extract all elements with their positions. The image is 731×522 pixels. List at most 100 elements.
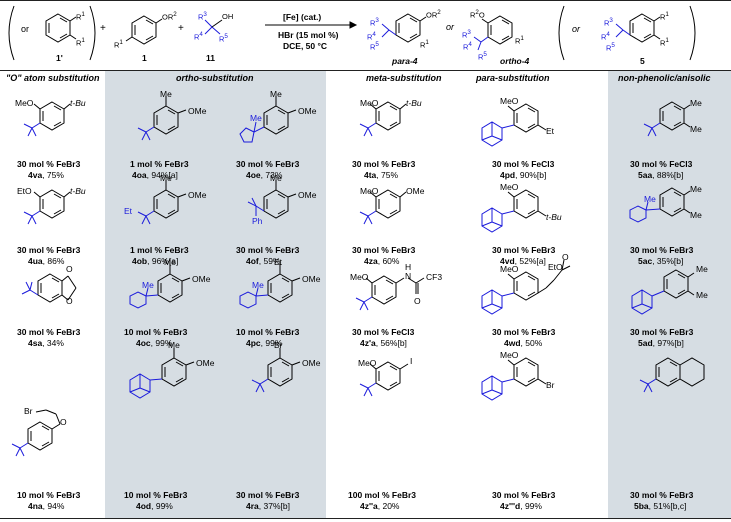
entry-5ba: 5ba, 51%[b,c] bbox=[634, 501, 687, 511]
entry-4od: 4od, 99% bbox=[136, 501, 173, 511]
atom-o1-4sa: O bbox=[66, 264, 73, 274]
atom-me1-5ac: Me bbox=[690, 184, 702, 194]
atom-me-4od: Me bbox=[168, 340, 180, 350]
cond-4vd: 30 mol % FeBr3 bbox=[492, 245, 556, 255]
atom-meo-4wd: MeO bbox=[500, 264, 519, 274]
r4-11: R4 bbox=[194, 31, 203, 42]
atom-me2-5ad: Me bbox=[696, 290, 708, 300]
atom-cf3-4zpa: CF3 bbox=[426, 272, 443, 282]
structure-4zpppd bbox=[481, 357, 547, 401]
atom-meo-4zpppd: MeO bbox=[500, 350, 519, 360]
atom-meo-4ta: MeO bbox=[360, 98, 379, 108]
paren-right-close bbox=[689, 5, 696, 61]
r1-b: R1 bbox=[76, 37, 85, 48]
atom-ome-4od: OMe bbox=[196, 358, 215, 368]
atom-et-4ob: Et bbox=[124, 206, 133, 216]
atom-h-4zpa: H bbox=[405, 262, 412, 272]
atom-br-4ra: Br bbox=[274, 340, 283, 350]
cond-4pc: 10 mol % FeBr3 bbox=[236, 327, 300, 337]
atom-me1-5ad: Me bbox=[696, 264, 708, 274]
r4-para: R4 bbox=[367, 31, 376, 42]
top-rule bbox=[0, 0, 731, 1]
r3-para: R3 bbox=[370, 17, 379, 28]
cond-4zpa: 30 mol % FeCl3 bbox=[352, 327, 415, 337]
entry-5aa: 5aa, 88%[b] bbox=[638, 170, 684, 180]
cond-4oa: 1 mol % FeBr3 bbox=[130, 159, 189, 169]
cond-4va: 30 mol % FeBr3 bbox=[17, 159, 81, 169]
label-5: 5 bbox=[640, 56, 645, 66]
cond-4oe: 30 mol % FeBr3 bbox=[236, 159, 300, 169]
paren-right-open bbox=[558, 5, 565, 61]
entry-4oc: 4oc, 99% bbox=[136, 338, 173, 348]
entry-4pd: 4pd, 90%[b] bbox=[500, 170, 547, 180]
cond-5ba: 30 mol % FeBr3 bbox=[630, 490, 694, 500]
atom-i-4zppa: I bbox=[410, 356, 413, 366]
cond-4zpppd: 30 mol % FeBr3 bbox=[492, 490, 556, 500]
bottom-rule bbox=[0, 518, 731, 519]
scheme-rule bbox=[0, 70, 731, 71]
atom-eto-4wd: EtO bbox=[548, 262, 563, 272]
atom-ome-4oa: OMe bbox=[188, 106, 207, 116]
entry-4of: 4of, 59% bbox=[246, 256, 281, 266]
arrow-head bbox=[349, 21, 358, 29]
cond-5ac: 30 mol % FeBr3 bbox=[630, 245, 694, 255]
or-label-1prime: or bbox=[21, 24, 30, 34]
entry-4ta: 4ta, 75% bbox=[364, 170, 399, 180]
atom-br-4na: Br bbox=[24, 406, 33, 416]
structure-4zppa bbox=[359, 361, 409, 397]
r1-a: R1 bbox=[76, 11, 85, 22]
atom-o2-4sa: O bbox=[66, 296, 73, 306]
r5-para: R5 bbox=[370, 41, 379, 52]
atom-ome-4pc: OMe bbox=[302, 274, 321, 284]
atom-me-4oe: Me bbox=[270, 89, 282, 99]
cond-4na: 10 mol % FeBr3 bbox=[17, 490, 81, 500]
product-ortho4 bbox=[473, 15, 513, 51]
atom-me2-5aa: Me bbox=[690, 124, 702, 134]
cond-4zppa: 100 mol % FeBr3 bbox=[348, 490, 417, 500]
entry-4oe: 4oe, 73% bbox=[246, 170, 283, 180]
header-ortho: ortho-substitution bbox=[176, 73, 254, 83]
structure-4oa bbox=[137, 96, 187, 141]
atom-me-4oa: Me bbox=[160, 89, 172, 99]
paren-left bbox=[8, 5, 15, 61]
r1-1: R1 bbox=[114, 39, 123, 50]
r5-11: R5 bbox=[219, 33, 228, 44]
atom-me-4of: Me bbox=[270, 173, 282, 183]
cond-4ra: 30 mol % FeBr3 bbox=[236, 490, 300, 500]
label-1prime: 1' bbox=[56, 53, 63, 63]
atom-ome-4ob: OMe bbox=[188, 190, 207, 200]
structure-4vd bbox=[481, 189, 547, 233]
structure-4zpa bbox=[355, 275, 425, 311]
cond-4pd: 30 mol % FeCl3 bbox=[492, 159, 555, 169]
r3-ortho: R3 bbox=[462, 29, 471, 40]
atom-et-4pc: Et bbox=[274, 257, 283, 267]
header-para: para-substitution bbox=[476, 73, 550, 83]
structure-4od bbox=[129, 348, 195, 399]
atom-me-4ob: Me bbox=[160, 173, 172, 183]
label-11: 11 bbox=[206, 53, 215, 63]
atom-o-4wd: O bbox=[562, 252, 569, 262]
atom-ph-4of: Ph bbox=[252, 216, 263, 226]
structure-4ob bbox=[137, 180, 187, 225]
atom-me2-4oc: Me bbox=[142, 280, 154, 290]
arrow-bottom-1: HBr (15 mol %) bbox=[278, 30, 339, 40]
paren-left-close bbox=[89, 5, 96, 61]
atom-tbu-4va: t-Bu bbox=[70, 98, 86, 108]
r2o-ortho: R2O bbox=[470, 9, 485, 20]
cond-4sa: 30 mol % FeBr3 bbox=[17, 327, 81, 337]
arrow-bottom-2: DCE, 50 °C bbox=[283, 41, 328, 51]
atom-me1-5aa: Me bbox=[690, 98, 702, 108]
entry-5ac: 5ac, 35%[b] bbox=[638, 256, 684, 266]
structure-4ta bbox=[359, 101, 407, 137]
label-1: 1 bbox=[142, 53, 147, 63]
structure-4oe bbox=[239, 96, 297, 143]
r1-5a: R1 bbox=[660, 11, 669, 22]
structure-5aa bbox=[643, 101, 691, 137]
atom-tbu-4vd: t-Bu bbox=[546, 212, 562, 222]
entry-4oa: 4oa, 94%[a] bbox=[132, 170, 178, 180]
structure-5ac bbox=[629, 187, 691, 223]
arrow-top-text: [Fe] (cat.) bbox=[283, 12, 322, 22]
benzene-1prime bbox=[45, 13, 77, 43]
atom-me3-5ac: Me bbox=[644, 194, 656, 204]
atom-ome-4ra: OMe bbox=[302, 358, 321, 368]
